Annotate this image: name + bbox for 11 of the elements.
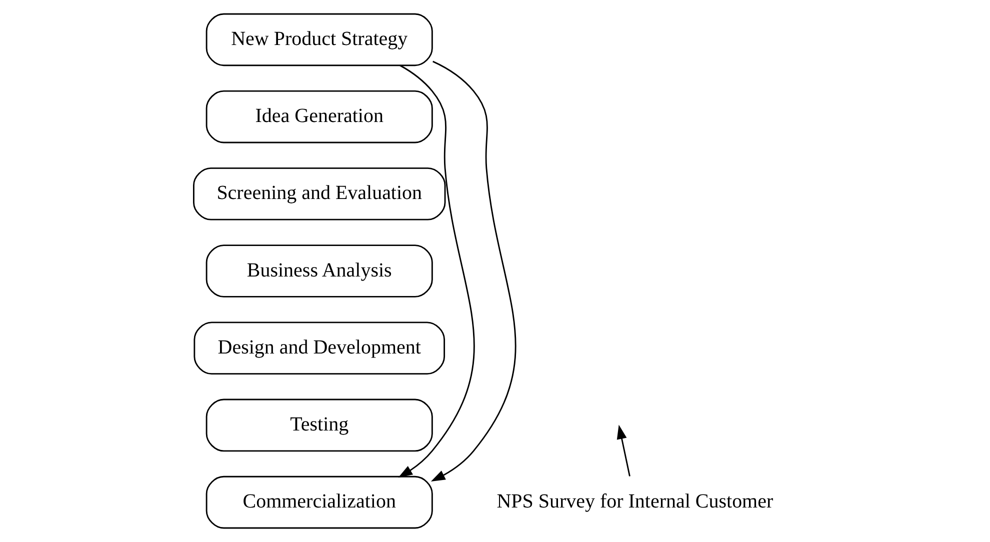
node-box: New Product Strategy	[206, 13, 433, 66]
node-text: NPS Survey for Internal Customer	[496, 490, 774, 513]
arrow	[398, 64, 475, 478]
arrow	[616, 424, 630, 476]
node-box: Testing	[206, 398, 433, 452]
node-box: Screening and Evaluation	[193, 167, 446, 220]
node-box: Design and Development	[194, 322, 446, 375]
node-box: Business Analysis	[206, 244, 433, 298]
node-box: Commercialization	[206, 476, 433, 529]
node-box: Idea Generation	[206, 90, 433, 144]
arrow	[430, 60, 516, 482]
